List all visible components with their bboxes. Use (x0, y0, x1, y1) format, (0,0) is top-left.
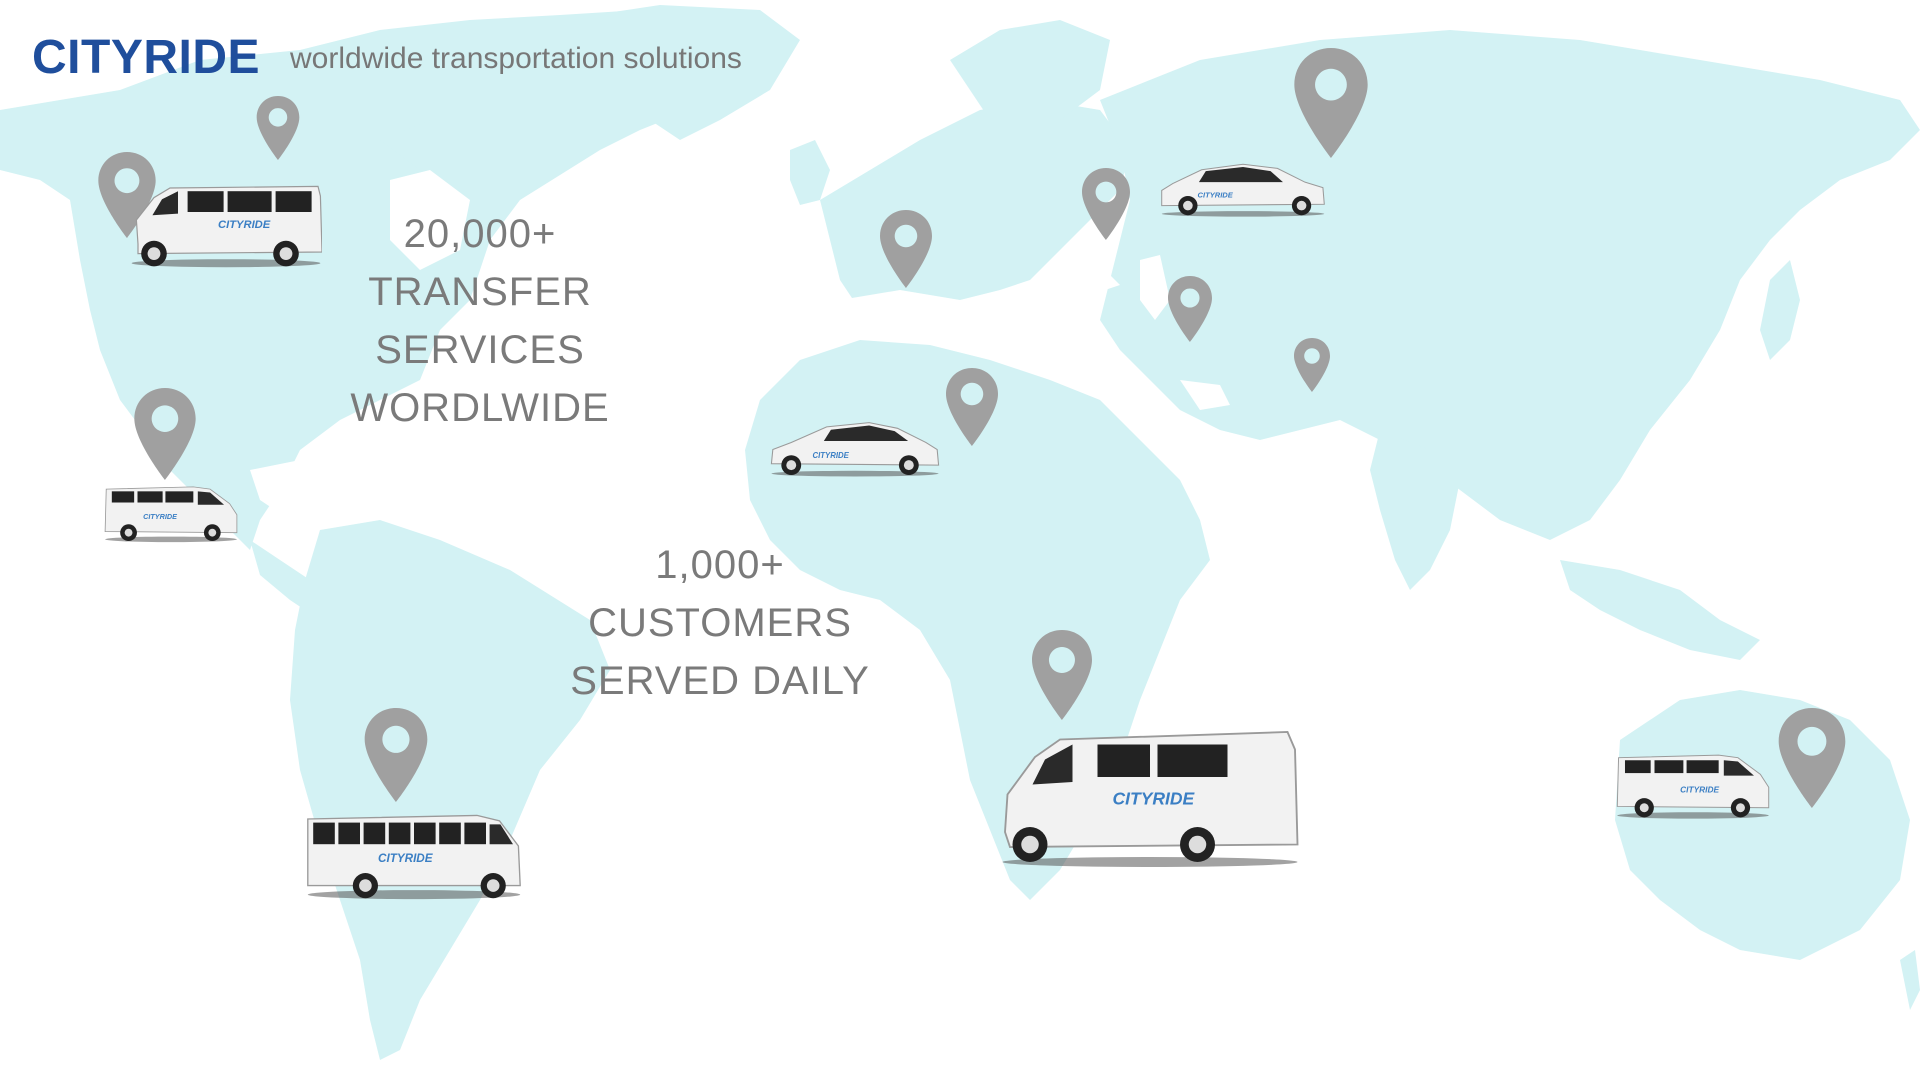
car-icon: CITYRIDE (770, 422, 940, 477)
continent-japan (1760, 260, 1800, 360)
persian-gulf (1180, 380, 1230, 410)
caspian-sea (1140, 255, 1170, 320)
svg-text:CITYRIDE: CITYRIDE (218, 219, 271, 231)
stat-customers-line-1: 1,000+ (655, 543, 785, 587)
svg-text:CITYRIDE: CITYRIDE (143, 512, 178, 521)
location-pin-icon (1294, 48, 1368, 158)
gulf-of-mexico (250, 460, 340, 520)
stat-customers-line-3: SERVED DAILY (570, 659, 870, 703)
minibus-icon: CITYRIDE (1002, 731, 1299, 867)
stat-transfers-line-4: WORDLWIDE (350, 386, 610, 430)
continent-scandinavia (950, 20, 1110, 140)
location-pin-icon (256, 96, 300, 160)
continent-se-asia (1560, 560, 1760, 660)
mediterranean-sea (840, 290, 1060, 335)
brand-tagline: worldwide transportation solutions (290, 42, 742, 75)
brand-logo: CITYRIDE (32, 31, 261, 84)
location-pin-icon (1778, 708, 1846, 808)
location-pin-icon (946, 368, 998, 446)
continent-south-america (290, 520, 610, 1060)
continent-new-zealand (1900, 950, 1920, 1010)
continent-uk (790, 140, 830, 205)
van-icon: CITYRIDE (1616, 754, 1770, 819)
car-icon: CITYRIDE (1161, 163, 1325, 217)
location-pin-icon (880, 210, 932, 288)
red-sea (1100, 360, 1140, 430)
minibus-icon: CITYRIDE (131, 185, 322, 268)
black-sea (1060, 265, 1120, 295)
svg-text:CITYRIDE: CITYRIDE (378, 852, 434, 865)
stat-transfers-line-2: TRANSFER (368, 270, 592, 314)
stat-transfers: 20,000+ TRANSFER SERVICES WORDLWIDE (320, 205, 640, 437)
location-pin-icon (134, 388, 196, 480)
continent-greenland (560, 5, 800, 140)
stat-transfers-line-3: SERVICES (375, 328, 585, 372)
location-pin-icon (1294, 338, 1330, 392)
van-icon: CITYRIDE (104, 486, 238, 543)
svg-text:CITYRIDE: CITYRIDE (1113, 789, 1196, 809)
svg-text:CITYRIDE: CITYRIDE (1680, 784, 1719, 794)
stat-customers-line-2: CUSTOMERS (588, 601, 852, 645)
stat-transfers-line-1: 20,000+ (403, 212, 557, 256)
location-pin-icon (364, 708, 428, 802)
continent-australia (1615, 690, 1910, 960)
svg-text:CITYRIDE: CITYRIDE (1198, 190, 1234, 199)
location-pin-icon (1032, 630, 1092, 720)
location-pin-icon (1082, 168, 1130, 240)
continent-india (1370, 430, 1460, 590)
location-pin-icon (1168, 276, 1212, 342)
hudson-bay (390, 170, 470, 270)
bus-icon: CITYRIDE (307, 814, 521, 900)
svg-text:CITYRIDE: CITYRIDE (813, 451, 850, 460)
continent-arctic-islands (380, 120, 470, 170)
stat-customers: 1,000+ CUSTOMERS SERVED DAILY (540, 536, 900, 710)
continent-asia (1100, 30, 1920, 540)
